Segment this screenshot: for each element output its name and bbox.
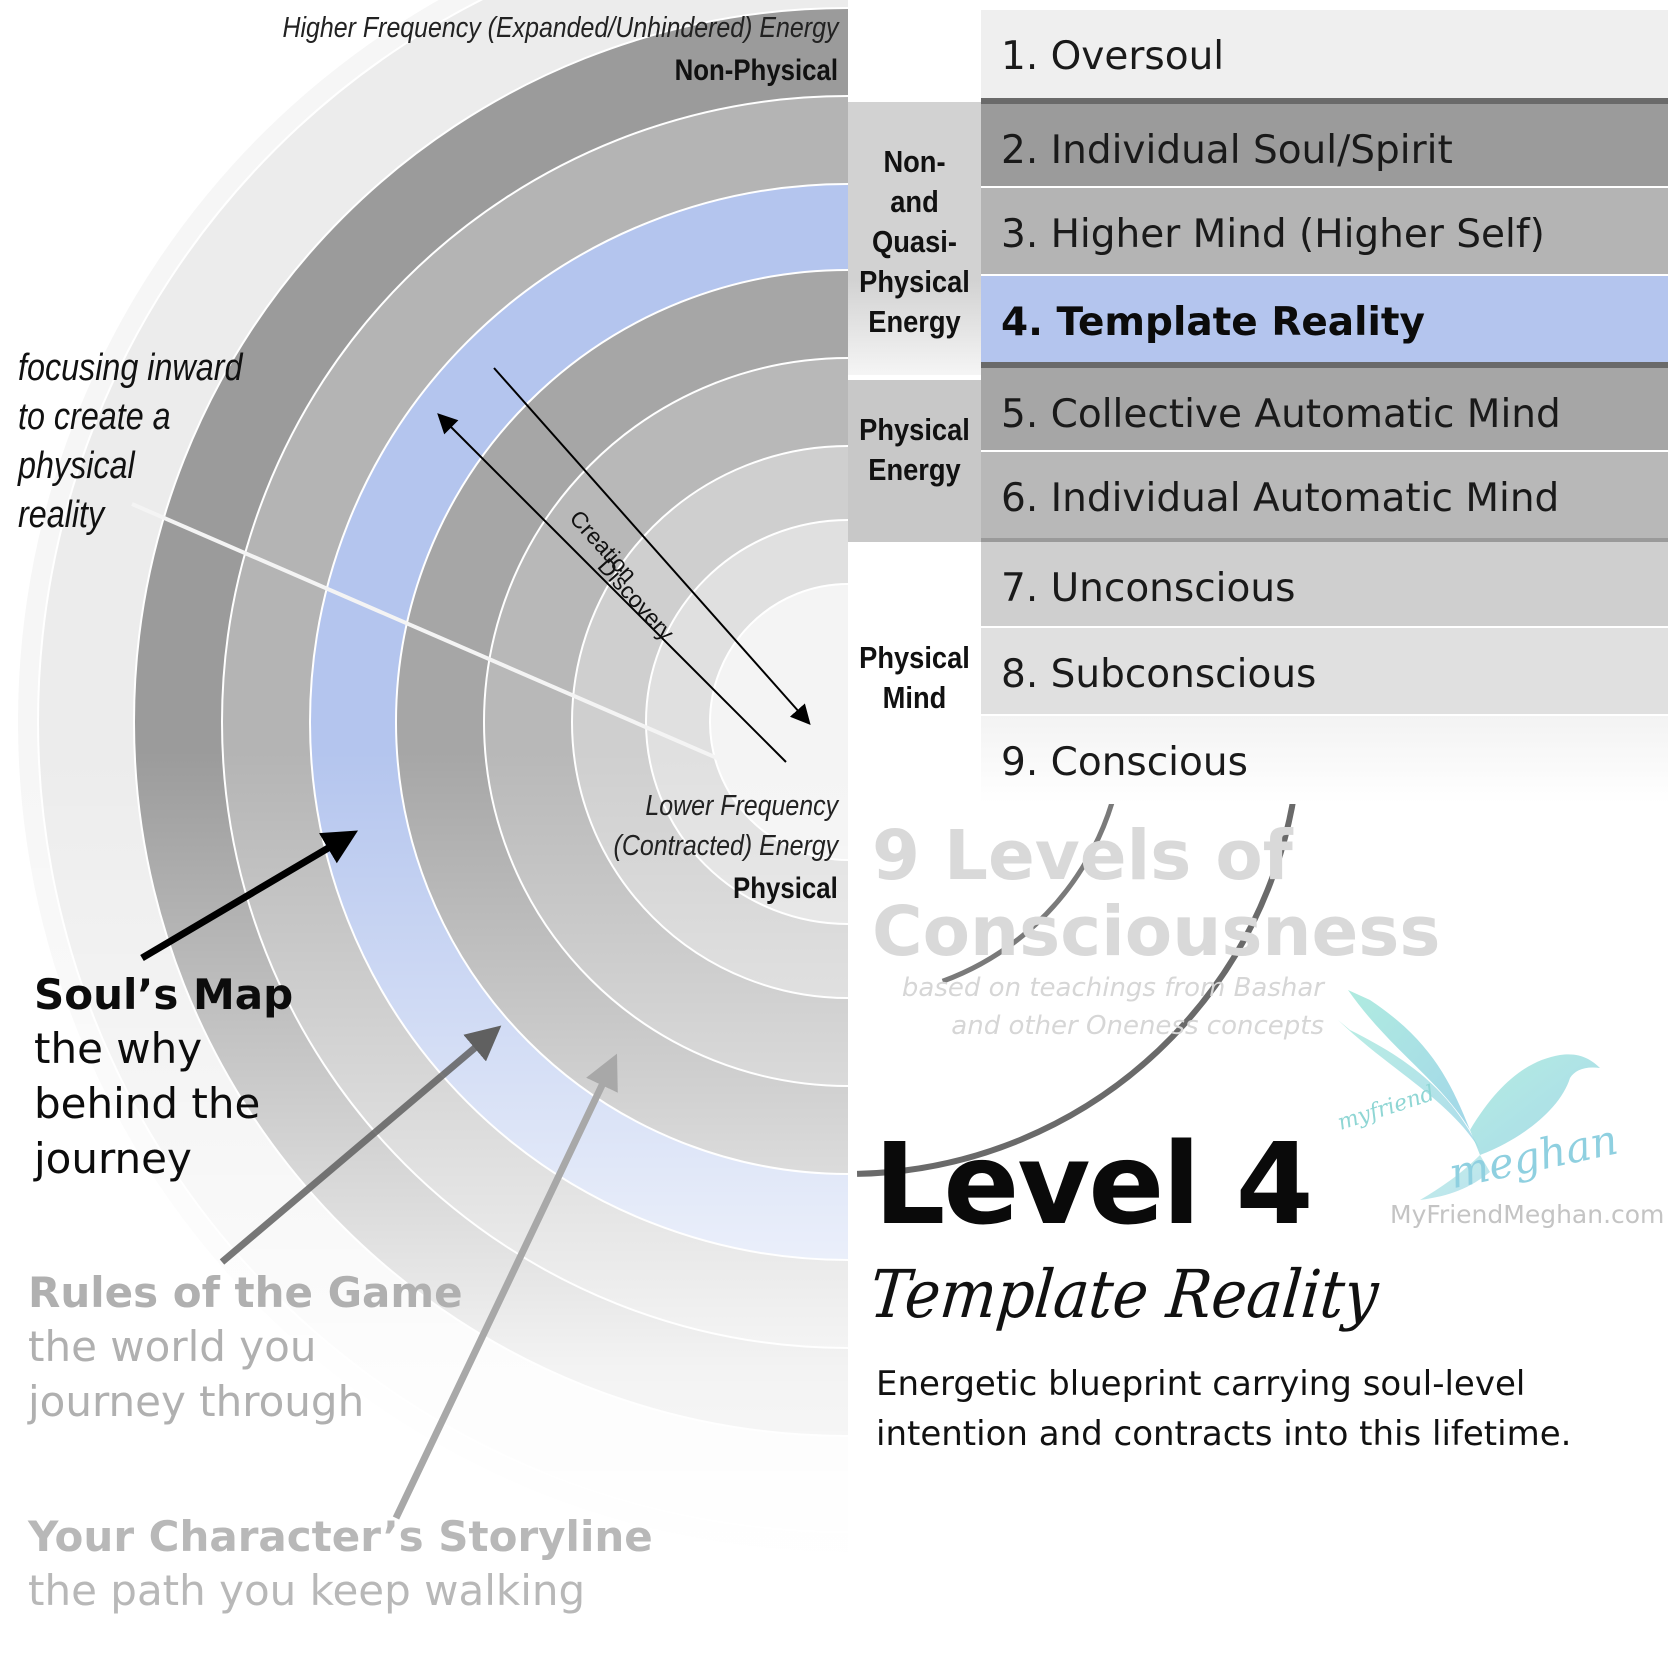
band-line: Non- and [883,144,946,219]
band-line: Physical [859,640,970,675]
non-physical-label: Non-Physical [674,54,838,87]
row-conscious: 9. Conscious [981,714,1668,804]
rules-arrow [219,1025,502,1265]
level-label: 9. Conscious [1001,740,1248,785]
legend-title: Rules of the Game [28,1268,463,1317]
band-line: Energy [868,304,961,339]
level-label: 1. Oversoul [1001,34,1225,79]
legend-line: behind the [34,1079,261,1128]
focusing-line: reality [18,494,105,536]
diagram-title-line2: Consciousness [872,892,1441,972]
band-bg-physical-energy [848,380,981,542]
focusing-inward-text: focusing inward to create a physical rea… [18,344,242,540]
lower-frequency-label-2: (Contracted) Energy [613,830,838,862]
legend-line: the world you [28,1322,317,1371]
level-label: 6. Individual Automatic Mind [1001,476,1560,521]
discovery-arrow [437,413,787,763]
bird-logo-icon [1338,990,1600,1200]
focusing-line: physical [18,445,135,487]
row-higher-mind: 3. Higher Mind (Higher Self) [981,186,1668,276]
souls-map-arrow [140,830,359,962]
band-line: Mind [882,680,947,715]
level-focus-desc-2: intention and contracts into this lifeti… [876,1414,1572,1454]
storyline-arrow [392,1053,618,1520]
ring-fade [0,0,848,1668]
lower-frequency-label-1: Lower Frequency [645,790,838,822]
band-physical-energy: Physical Energy [856,410,973,490]
row-unconscious: 7. Unconscious [981,538,1668,630]
focusing-arrow [131,502,744,771]
diagram-title-line1: 9 Levels of [872,816,1293,896]
legend-storyline: Your Character’s Storyline the path you … [28,1512,653,1618]
based-on-line2: and other Oneness concepts [951,1011,1324,1041]
logo-site: MyFriendMeghan.com [1390,1200,1665,1229]
creation-arrow [493,367,811,725]
focusing-line: to create a [18,396,171,438]
level-label: 5. Collective Automatic Mind [1001,392,1561,437]
legend-title: Your Character’s Storyline [28,1512,653,1561]
band-bg-quasi-fade [848,280,981,375]
band-bg-top [848,0,981,102]
band-line: Quasi- [872,224,957,259]
band-physical-mind: Physical Mind [856,638,973,718]
band-line: Energy [868,452,961,487]
level-focus-desc-1: Energetic blueprint carrying soul-level [876,1364,1526,1404]
row-oversoul: 1. Oversoul [981,10,1668,98]
band-line: Physical [859,264,970,299]
focusing-line: focusing inward [18,347,243,389]
band-non-quasi-physical: Non- and Quasi- Physical Energy [856,142,973,342]
level-focus-subtitle: Template Reality [866,1256,1382,1333]
level-label: 4. Template Reality [1001,300,1425,345]
physical-label: Physical [733,872,838,905]
row-individual-soul: 2. Individual Soul/Spirit [981,98,1668,192]
based-on-line1: based on teachings from Bashar [901,973,1324,1003]
legend-title: Soul’s Map [34,970,294,1019]
band-bg-quasi [848,102,981,292]
legend-line: the why [34,1024,203,1073]
band-line: Physical [859,412,970,447]
legend-line: the path you keep walking [28,1566,586,1615]
level-label: 3. Higher Mind (Higher Self) [1001,212,1545,257]
legend-line: journey through [28,1377,365,1426]
row-template-reality: 4. Template Reality [981,274,1668,364]
row-collective-mind: 5. Collective Automatic Mind [981,362,1668,456]
level-label: 7. Unconscious [1001,566,1296,611]
row-individual-mind: 6. Individual Automatic Mind [981,450,1668,540]
level-focus-title: Level 4 [874,1120,1314,1250]
level-label: 2. Individual Soul/Spirit [1001,128,1453,173]
legend-souls-map: Soul’s Map the why behind the journey [34,970,293,1186]
row-subconscious: 8. Subconscious [981,626,1668,716]
legend-line: journey [34,1134,192,1183]
level-label: 8. Subconscious [1001,652,1317,697]
legend-rules: Rules of the Game the world you journey … [28,1268,463,1429]
higher-frequency-label: Higher Frequency (Expanded/Unhindered) E… [282,12,838,44]
